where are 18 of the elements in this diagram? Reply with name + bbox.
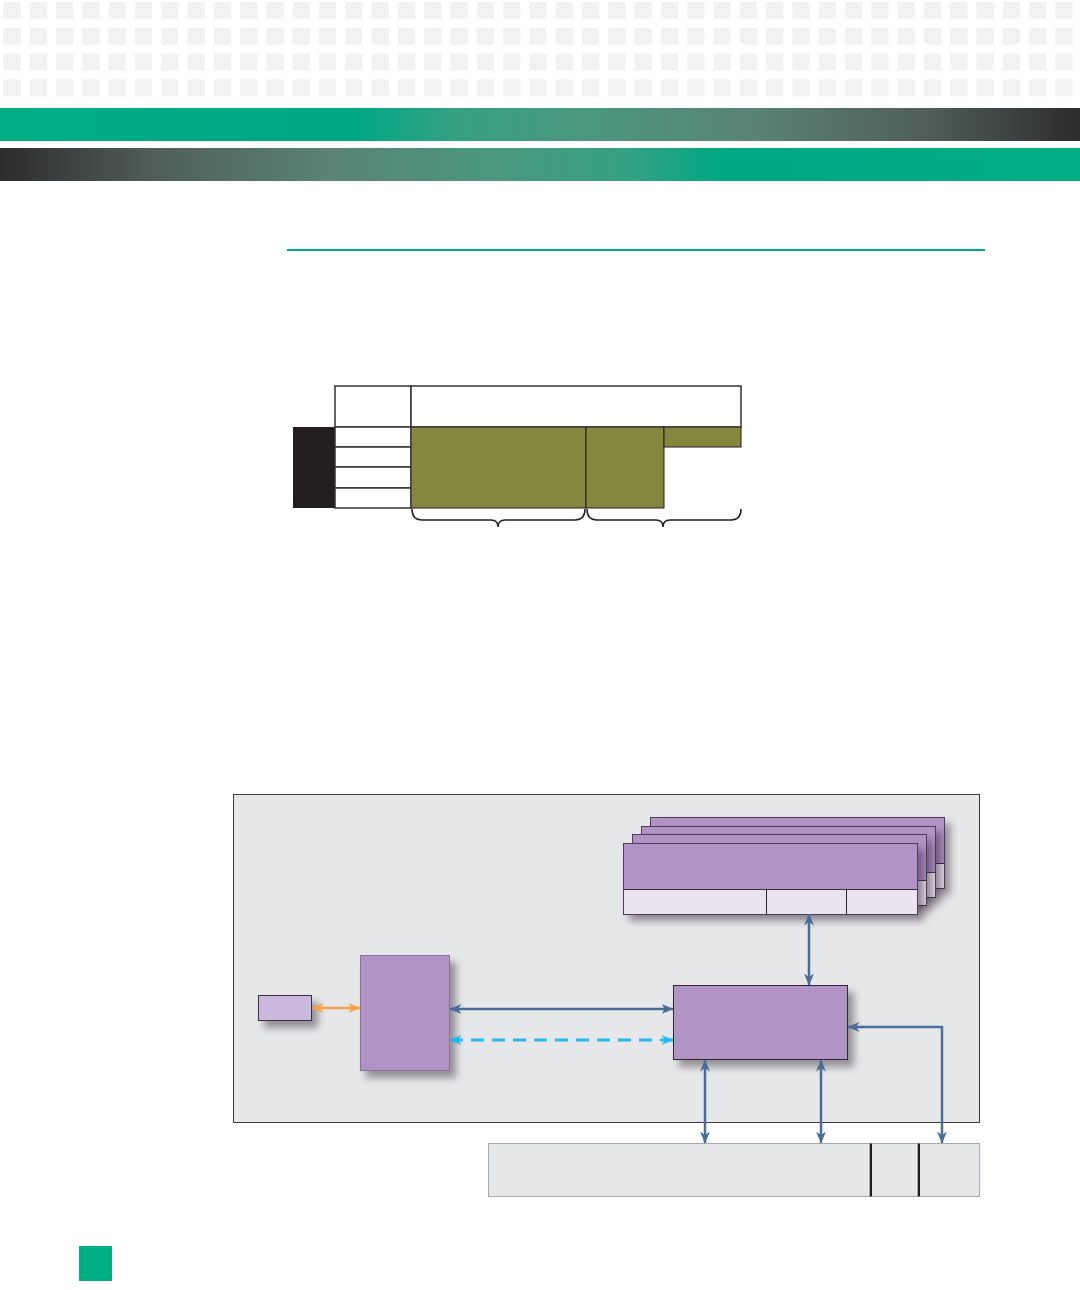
double-arrow: [311, 1003, 361, 1013]
stacked-card: [622, 842, 918, 915]
container-panel: [233, 794, 980, 1123]
bar-segment: [870, 1143, 918, 1197]
card-field-segment: [623, 888, 766, 914]
double-arrow: [449, 1004, 674, 1014]
dashed-double-arrow: [449, 1035, 674, 1045]
double-arrow: [847, 1022, 947, 1144]
small-module-block: [257, 994, 312, 1021]
bar-segment: [918, 1143, 980, 1197]
double-arrow: [804, 913, 814, 986]
double-arrow: [816, 1059, 826, 1144]
bar-segment: [488, 1143, 870, 1197]
card-field-segment: [845, 888, 917, 914]
module-block: [359, 954, 450, 1071]
module-block: [672, 984, 848, 1060]
double-arrow: [700, 1059, 710, 1144]
card-field-segment: [765, 888, 846, 914]
